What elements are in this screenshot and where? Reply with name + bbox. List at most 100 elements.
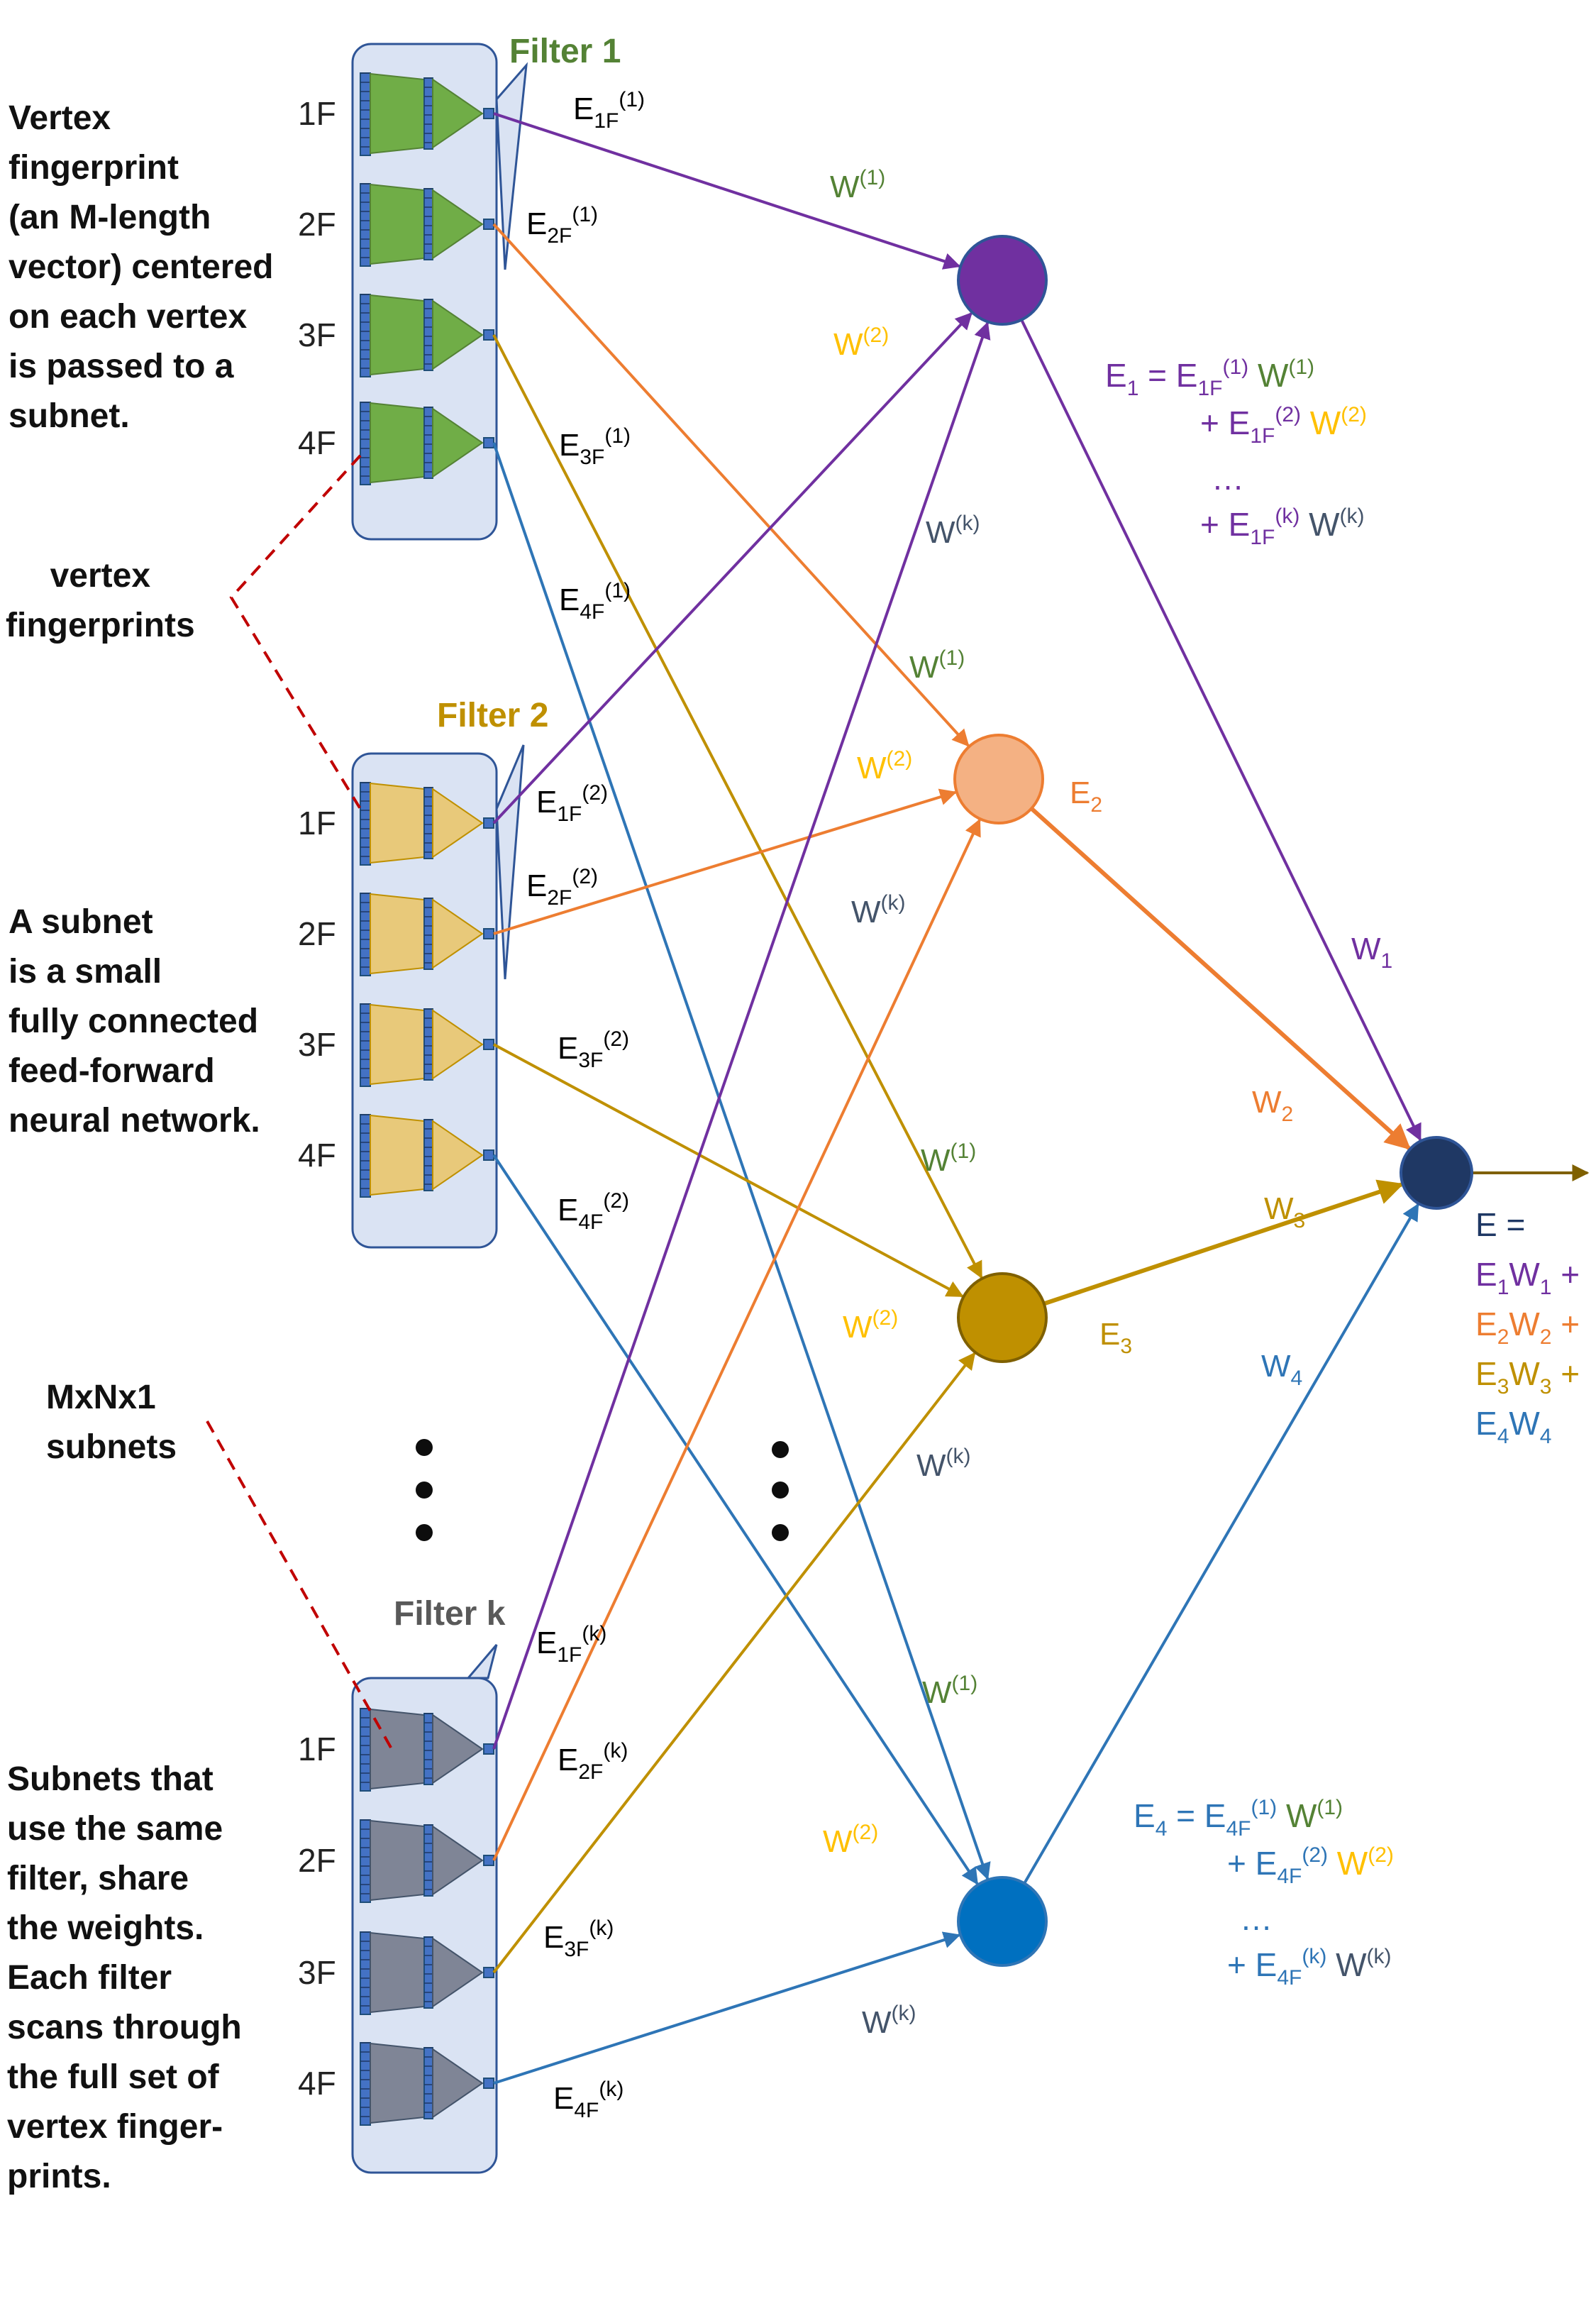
vertex-fingerprints-note: vertex fingerprints bbox=[6, 557, 195, 644]
input-layer bbox=[360, 1819, 371, 1903]
ellipsis-dot bbox=[416, 1524, 433, 1541]
ellipsis-dot bbox=[772, 1524, 789, 1541]
output-layer bbox=[432, 1120, 484, 1191]
vertex-fingerprint-note: Vertex fingerprint (an M-length vector) … bbox=[9, 99, 274, 435]
hidden-layer bbox=[370, 183, 425, 265]
hidden-nodes bbox=[423, 188, 433, 260]
row-label: 2F bbox=[298, 915, 336, 952]
edge-label-f1-1: E1F(1) bbox=[573, 88, 645, 133]
edge-fk-1F-n1 bbox=[492, 321, 991, 1750]
weight-label-wk-3: W(k) bbox=[926, 512, 980, 550]
row-label: 2F bbox=[298, 206, 336, 243]
edge-f1-2F-n2 bbox=[492, 223, 970, 747]
row-label: 4F bbox=[298, 2065, 336, 2102]
weight-label-wk-6: W(k) bbox=[851, 891, 906, 929]
weight-label-wk-9: W(k) bbox=[916, 1445, 971, 1483]
output-node bbox=[483, 928, 494, 939]
edge-f1-1F-n1 bbox=[493, 112, 961, 270]
row-label: 2F bbox=[298, 1842, 336, 1879]
row-label: 3F bbox=[298, 316, 336, 353]
input-layer bbox=[360, 1003, 371, 1087]
input-layer bbox=[360, 1931, 371, 2015]
output-layer bbox=[432, 2048, 484, 2119]
hidden-node-2 bbox=[953, 734, 1044, 824]
equation-e1-dots: … bbox=[1212, 460, 1244, 497]
output-layer bbox=[432, 788, 484, 859]
hidden-node-3 bbox=[957, 1272, 1048, 1363]
output-node bbox=[483, 2078, 494, 2089]
output-node bbox=[483, 1967, 494, 1978]
edge-fk-4F-n4 bbox=[493, 1931, 961, 2085]
output-node bbox=[483, 219, 494, 230]
hidden-layer bbox=[370, 1819, 425, 1902]
row-label: 4F bbox=[298, 424, 336, 461]
hidden-nodes bbox=[423, 1824, 433, 1897]
row-label: 4F bbox=[298, 1137, 336, 1174]
edge-f1-4F-n4 bbox=[492, 442, 991, 1880]
edge-fk-2F-n2 bbox=[492, 818, 981, 1861]
equation-e4-line3: + E4F(k) W(k) bbox=[1227, 1945, 1392, 1990]
weight-label-w2-8: W(2) bbox=[843, 1306, 898, 1345]
output-layer bbox=[432, 189, 484, 260]
hidden-node-1 bbox=[957, 235, 1048, 326]
node-label-e3: E3 bbox=[1099, 1317, 1132, 1358]
hidden-layer bbox=[370, 1003, 425, 1086]
subnet-3F: 3F bbox=[298, 1003, 494, 1087]
subnet-2F: 2F bbox=[298, 1819, 494, 1903]
hidden-layer bbox=[370, 1114, 425, 1196]
weight-label-w1-10: W(1) bbox=[922, 1672, 977, 1710]
edge-n1-out bbox=[1020, 319, 1422, 1142]
mxnx1-pointer bbox=[206, 1420, 395, 1753]
hidden-nodes bbox=[423, 1936, 433, 2009]
edge-f1-3F-n3 bbox=[492, 334, 983, 1279]
output-weight-w4: W4 bbox=[1261, 1349, 1302, 1390]
ellipsis-dot bbox=[772, 1441, 789, 1458]
edge-label-fk-1: E1F(k) bbox=[536, 1622, 606, 1667]
output-node bbox=[483, 437, 494, 448]
edge-f2-1F-n1 bbox=[492, 311, 972, 824]
equation-e4-dots: … bbox=[1240, 1900, 1273, 1937]
input-layer bbox=[360, 1114, 371, 1198]
output-node bbox=[483, 1855, 494, 1866]
row-label: 3F bbox=[298, 1954, 336, 1991]
output-layer bbox=[432, 1714, 484, 1784]
hidden-nodes bbox=[423, 898, 433, 970]
hidden-layer bbox=[370, 402, 425, 484]
row-label: 3F bbox=[298, 1026, 336, 1063]
hidden-layer bbox=[370, 1931, 425, 2014]
input-layer bbox=[360, 782, 371, 866]
subnet-3F: 3F bbox=[298, 1931, 494, 2015]
subnet-4F: 4F bbox=[298, 2042, 494, 2126]
input-layer bbox=[360, 1708, 371, 1792]
labels-layer: E1F(1)E2F(1)E3F(1)E4F(1)E1F(2)E2F(2)E3F(… bbox=[526, 88, 1580, 2122]
output-weight-w1: W1 bbox=[1351, 932, 1392, 973]
output-layer bbox=[432, 407, 484, 478]
row-label: 1F bbox=[298, 95, 336, 132]
mxnx1-subnets-note: MxNx1 subnets bbox=[46, 1379, 177, 1466]
subnet-1F: 1F bbox=[298, 782, 494, 866]
ellipsis-dot bbox=[416, 1439, 433, 1456]
hidden-nodes bbox=[423, 1713, 433, 1785]
output-layer bbox=[432, 1825, 484, 1896]
final-equation-term-2: E2W2 + bbox=[1475, 1306, 1580, 1349]
edge-label-f1-2: E2F(1) bbox=[526, 203, 598, 248]
edge-f2-2F-n2 bbox=[493, 788, 958, 935]
filter-title: Filter 2 bbox=[437, 697, 548, 734]
edge-label-fk-4: E4F(k) bbox=[553, 2078, 624, 2122]
output-layer bbox=[432, 299, 484, 370]
edge-label-f1-4: E4F(1) bbox=[559, 579, 631, 624]
edge-n4-out bbox=[1023, 1203, 1419, 1885]
subnet-4F: 4F bbox=[298, 1114, 494, 1198]
connections-layer bbox=[206, 112, 1590, 2085]
edge-f2-4F-n4 bbox=[492, 1154, 979, 1885]
callout-tail bbox=[495, 744, 525, 980]
hidden-nodes bbox=[423, 299, 433, 371]
output-node bbox=[483, 1743, 494, 1755]
edge-label-f2-1: E1F(2) bbox=[536, 781, 608, 826]
hidden-nodes bbox=[423, 77, 433, 150]
hidden-layer bbox=[370, 294, 425, 376]
